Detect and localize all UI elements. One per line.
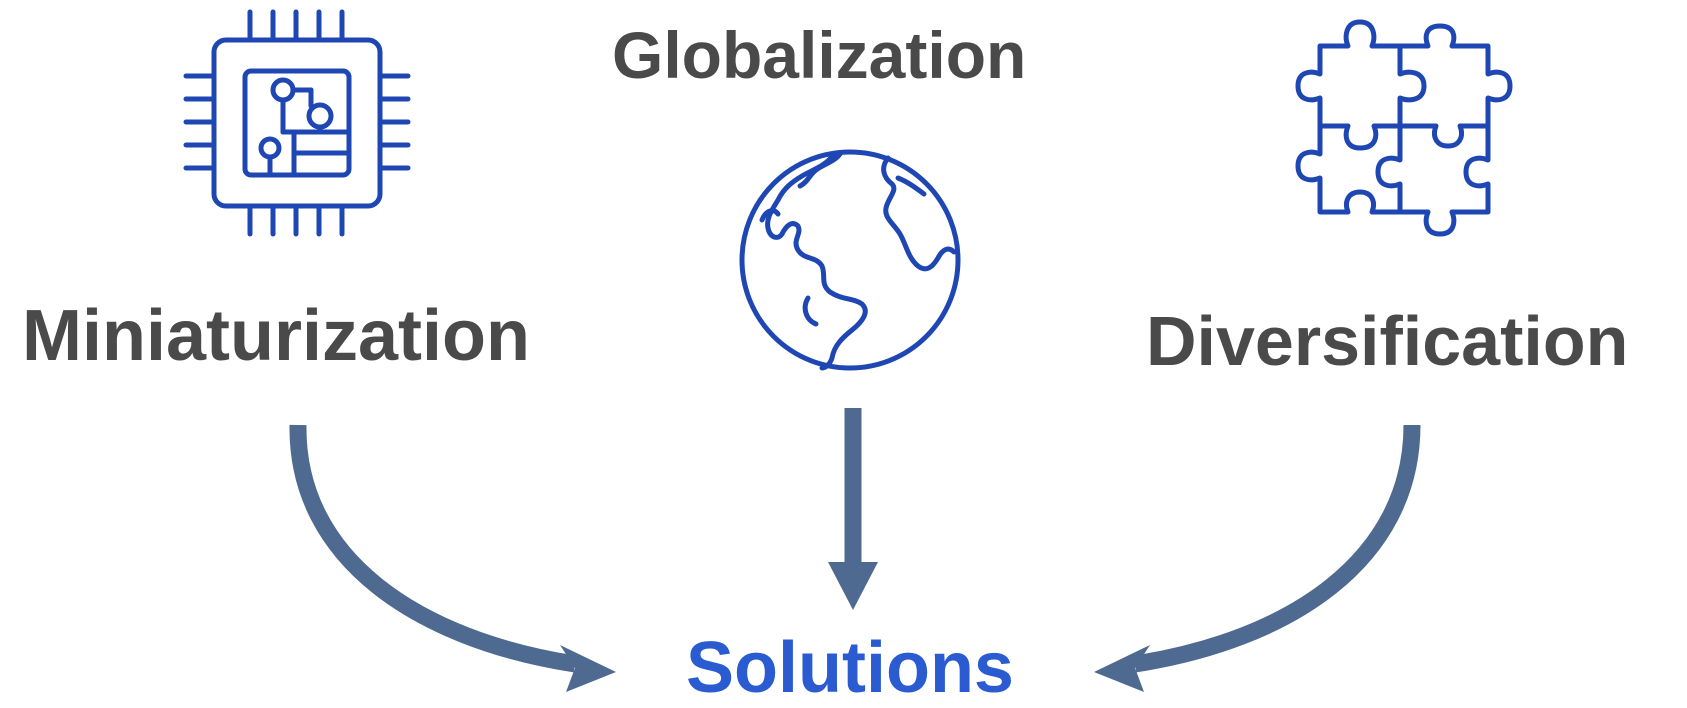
- chip-icon: [183, 9, 411, 237]
- diversification-label: Diversification: [1146, 302, 1629, 380]
- arrow-center-head: [828, 562, 878, 610]
- arrow-right-head: [1094, 645, 1150, 692]
- globalization-label: Globalization: [612, 18, 1027, 92]
- globe-icon: [739, 149, 961, 371]
- puzzle-icon: [1295, 19, 1513, 237]
- solutions-label: Solutions: [686, 628, 1014, 708]
- miniaturization-label: Miniaturization: [22, 296, 530, 376]
- arrow-left-head: [560, 645, 616, 692]
- arrow-left-curve: [289, 424, 577, 673]
- arrow-right-curve: [1133, 424, 1421, 673]
